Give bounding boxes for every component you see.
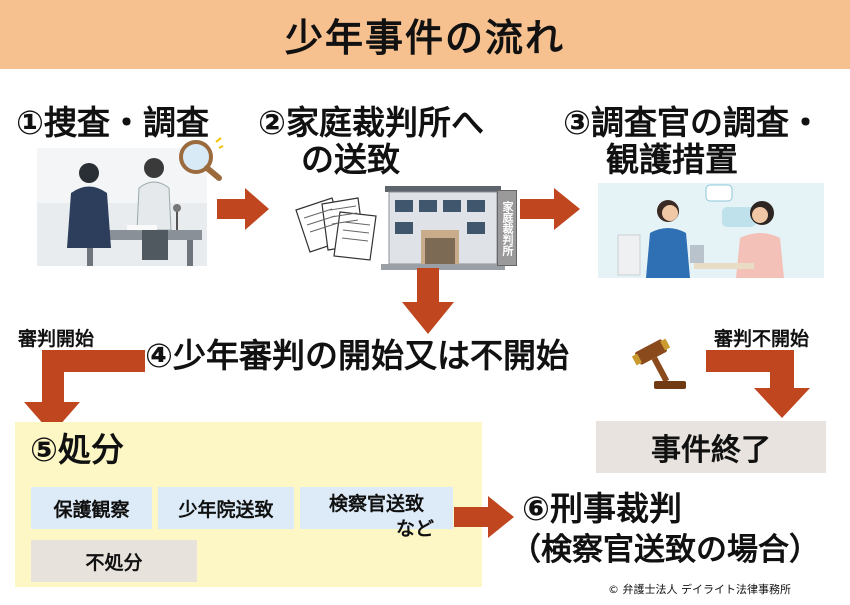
arrow-down-1	[402, 268, 454, 334]
gavel-icon	[631, 338, 686, 389]
header-band	[0, 0, 850, 69]
interview-illustration	[598, 183, 824, 278]
documents-icon	[295, 197, 377, 261]
step-6-label-line2: （検察官送致の場合）	[510, 532, 820, 568]
step-3-label-line1: ③調査官の調査・	[563, 103, 822, 142]
branch-label-start: 審判開始	[18, 328, 95, 350]
disposition-juvenile-training-school: 少年院送致	[158, 487, 294, 529]
arrow-right-2	[520, 188, 580, 230]
branch-label-no-start: 審判不開始	[714, 328, 810, 350]
arrow-branch-left	[24, 350, 145, 434]
step-1-label: ①捜査・調査	[16, 103, 209, 142]
disposition-prosecutor-referral: 検察官送致	[300, 487, 453, 529]
step-3-label-line2: 観護措置	[606, 140, 738, 179]
step-2-label-line2: の送致	[301, 140, 400, 179]
disposition-suffix: など	[396, 518, 435, 540]
disposition-no-disposition: 不処分	[31, 540, 197, 582]
arrow-right-3	[454, 496, 514, 538]
step-6-label-line1: ⑥刑事裁判	[522, 489, 682, 528]
page-title: 少年事件の流れ	[284, 16, 565, 60]
step-4-label: ④少年審判の開始又は不開始	[145, 336, 569, 375]
arrow-branch-right	[706, 350, 810, 418]
interrogation-illustration	[37, 148, 207, 266]
step-5-label: ⑤処分	[30, 430, 124, 469]
end-box: 事件終了	[596, 421, 826, 473]
court-building-illustration	[381, 186, 505, 270]
court-sign: 家庭裁判所	[497, 190, 517, 266]
disposition-probation: 保護観察	[31, 487, 152, 529]
copyright-text: © 弁護士法人 デイライト法律事務所	[608, 583, 791, 596]
step-2-label-line1: ②家庭裁判所へ	[258, 103, 484, 142]
magnifier-icon	[179, 137, 224, 181]
arrow-right-1	[217, 188, 269, 230]
